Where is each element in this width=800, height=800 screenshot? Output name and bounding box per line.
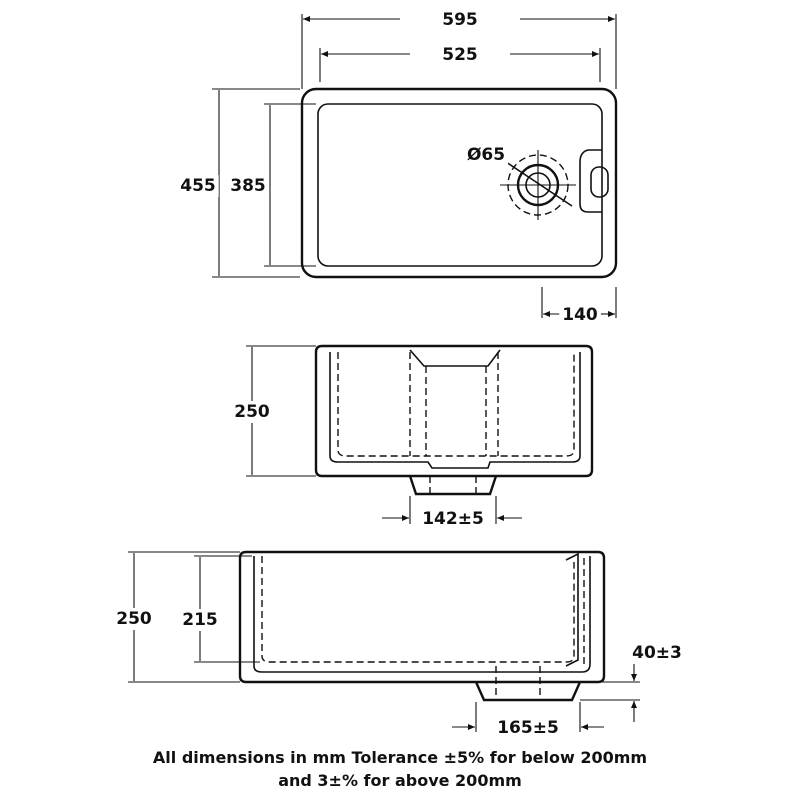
side-inner-rim: [253, 556, 591, 673]
front-waste-outlet: [408, 475, 498, 496]
front-waste-channel: [409, 349, 501, 367]
dim-142: 142±5: [422, 509, 484, 529]
label-backing: [177, 175, 219, 197]
dim-250-front: 250: [234, 402, 270, 422]
label-backing: [494, 717, 562, 739]
dim-o65: Ø65: [467, 145, 505, 165]
label-backing: [113, 608, 155, 630]
dim-165: 165±5: [497, 718, 559, 738]
side-waste-outlet: [474, 681, 582, 702]
label-backing: [439, 9, 481, 31]
front-inner-dashed: [337, 352, 575, 457]
label-backing: [463, 144, 509, 166]
waste-leader: [505, 161, 573, 207]
front-outer-outline: [314, 344, 594, 478]
overflow-recess: [579, 149, 602, 213]
label-backing: [629, 642, 685, 664]
label-backing: [231, 401, 273, 423]
dim-385: 385: [230, 176, 266, 196]
dim-40: 40±3: [632, 643, 682, 663]
dim-525: 525: [442, 45, 478, 65]
tolerance-note-line-2: and 3±% for above 200mm: [278, 771, 522, 790]
front-inner-rim: [329, 352, 581, 469]
side-overflow-channel: [565, 552, 579, 667]
side-view: 250 215 40±3 165±5: [113, 550, 685, 739]
front-view: 250 142±5: [231, 344, 594, 530]
label-backing: [179, 609, 221, 631]
sink-inner-outline: [317, 103, 603, 267]
dim-595: 595: [442, 10, 478, 30]
dim-455: 455: [180, 176, 216, 196]
tolerance-note-line-1: All dimensions in mm Tolerance ±5% for b…: [152, 748, 648, 767]
side-inner-dashed: [261, 556, 575, 663]
overflow-slot: [590, 166, 609, 198]
label-backing: [559, 304, 601, 326]
top-view: 595 525 455 385 Ø65 140: [177, 9, 618, 326]
sink-outer-outline: [300, 87, 618, 279]
dim-215: 215: [182, 610, 218, 630]
dim-140: 140: [562, 305, 598, 325]
dim-250-side: 250: [116, 609, 152, 629]
label-backing: [439, 44, 481, 66]
label-backing: [227, 175, 269, 197]
label-backing: [419, 508, 487, 530]
